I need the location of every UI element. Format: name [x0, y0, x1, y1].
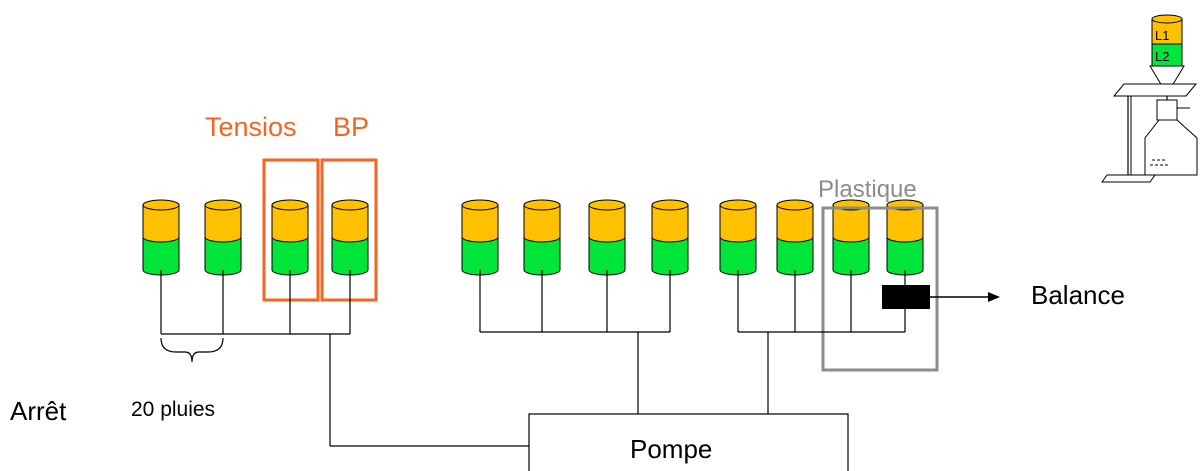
- pompe-label: Pompe: [630, 434, 712, 464]
- soil-column: [271, 199, 309, 276]
- l1-label: L1: [1155, 28, 1169, 43]
- soil-column: [776, 199, 814, 276]
- soil-column: [886, 199, 924, 276]
- soil-column: [204, 199, 242, 276]
- tensios-label: Tensios: [205, 112, 297, 142]
- soil-column: [523, 199, 561, 276]
- middle-piping: [479, 270, 671, 414]
- brace-icon: [160, 337, 224, 363]
- balance-label: Balance: [1031, 280, 1125, 310]
- soil-column: [142, 199, 180, 276]
- left-piping: [160, 270, 529, 447]
- soil-columns: [142, 199, 924, 276]
- soil-column: [461, 199, 499, 276]
- filtration-apparatus-icon: L1 L2: [1101, 14, 1198, 183]
- tensios-frame: [262, 158, 320, 302]
- bp-frame: [320, 158, 378, 302]
- pompe-box: [528, 413, 849, 471]
- balance-block: [882, 285, 930, 309]
- soil-column: [651, 199, 689, 276]
- plastique-label: Plastique: [818, 176, 917, 203]
- arret-label: Arrêt: [10, 396, 67, 426]
- soil-column: [588, 199, 626, 276]
- l2-label: L2: [1155, 49, 1169, 64]
- plastique-frame: [821, 206, 939, 372]
- soil-column: [832, 199, 870, 276]
- balance-arrow-head: [988, 292, 1000, 302]
- pluies-label: 20 pluies: [131, 398, 215, 421]
- soil-column: [331, 199, 369, 276]
- soil-column: [719, 199, 757, 276]
- bp-label: BP: [333, 112, 369, 142]
